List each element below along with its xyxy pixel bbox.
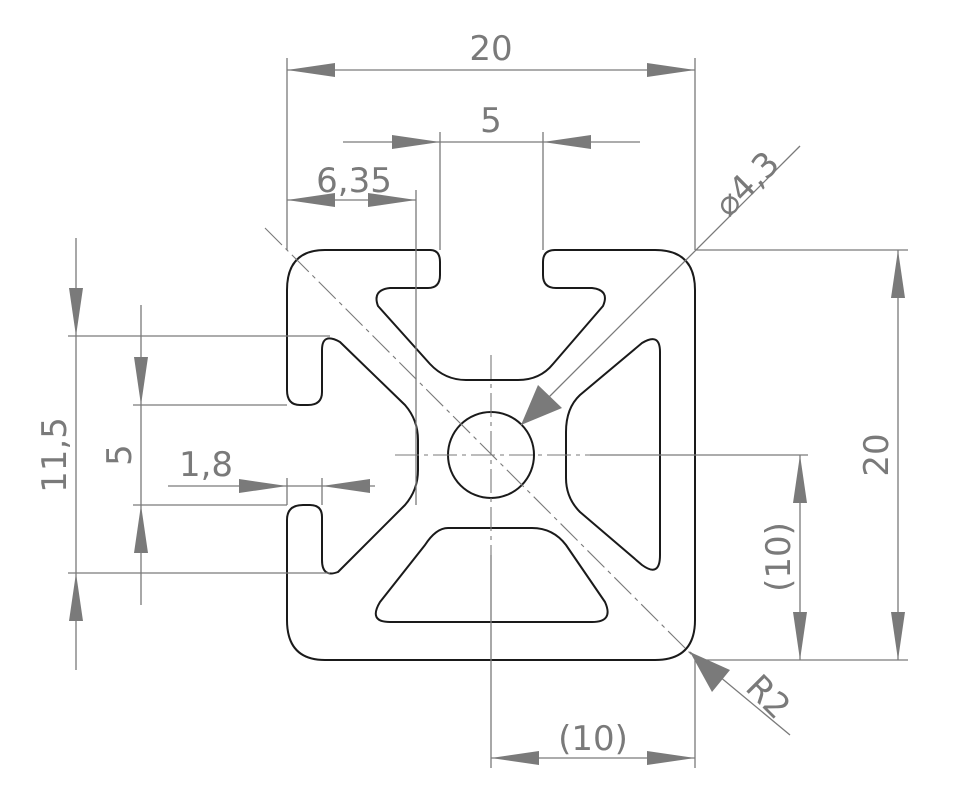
arrowhead xyxy=(134,505,148,553)
dimension-overall-height: 20 xyxy=(857,433,897,476)
dimension-wall-thickness: 1,8 xyxy=(179,445,233,485)
arrowhead xyxy=(134,357,148,405)
arrowhead xyxy=(793,455,807,503)
arrowhead xyxy=(543,135,591,149)
dimension-half-width: (10) xyxy=(558,719,628,759)
arrowhead xyxy=(69,288,83,336)
arrowhead xyxy=(322,479,370,493)
arrowhead xyxy=(891,612,905,660)
arrowhead xyxy=(647,63,695,77)
arrowhead xyxy=(392,135,440,149)
centerline-diagonal xyxy=(264,227,696,659)
arrowhead xyxy=(891,250,905,298)
leader-line-bore-diameter xyxy=(520,145,801,426)
arrowhead xyxy=(690,652,730,692)
dimension-side-slot-width: 5 xyxy=(100,444,140,466)
dimension-half-height: (10) xyxy=(759,522,799,592)
arrowhead xyxy=(793,612,807,660)
dimension-bore-diameter: ⌀4,3 xyxy=(707,144,788,225)
arrowhead xyxy=(491,751,539,765)
arrowhead xyxy=(368,193,416,207)
dimension-corner-radius: R2 xyxy=(738,667,798,727)
arrowhead xyxy=(521,385,562,425)
arrowhead xyxy=(287,63,335,77)
profile-pocket-bottom xyxy=(374,527,609,623)
dimension-slot-depth: 11,5 xyxy=(35,417,75,493)
arrowhead xyxy=(647,751,695,765)
profile-outline xyxy=(286,249,696,661)
dimension-slot-offset: 6,35 xyxy=(316,161,392,201)
dimension-overall-width: 20 xyxy=(469,29,512,69)
profile-pocket-right xyxy=(565,338,661,571)
dimension-slot-width: 5 xyxy=(480,101,502,141)
arrowhead xyxy=(287,193,335,207)
arrowhead xyxy=(239,479,287,493)
arrowhead xyxy=(69,573,83,621)
